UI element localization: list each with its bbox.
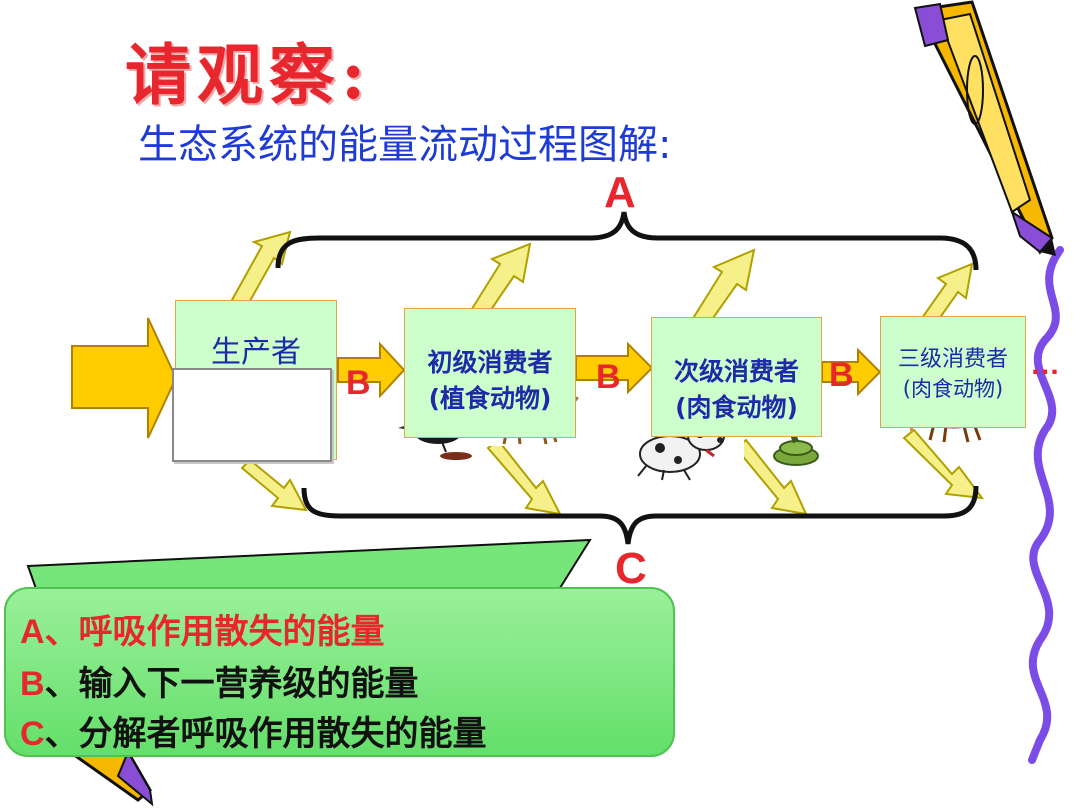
tertiary-consumer-box: 三级消费者 (肉食动物)	[880, 316, 1026, 428]
legend-text-b: 、输入下一营养级的能量	[44, 664, 419, 704]
primary-consumer-box: 初级消费者 (植食动物)	[404, 308, 576, 438]
plant-image-frame	[172, 368, 332, 462]
decomposer-arrows	[240, 428, 985, 516]
producer-label: 生产者	[211, 335, 301, 370]
arrow-b2	[575, 341, 654, 395]
legend-key-b: B	[20, 665, 45, 703]
label-b-3: B	[829, 356, 854, 394]
legend-item-a: A、呼吸作用散失的能量	[20, 604, 385, 653]
legend-callout	[4, 587, 675, 757]
legend-key-a: A	[20, 613, 45, 651]
diagram-subtitle: 生态系统的能量流动过程图解:	[138, 122, 672, 168]
arrow-b1	[337, 341, 406, 399]
respiration-arrows	[230, 230, 974, 330]
page-title: 请观察:	[125, 36, 372, 114]
label-a: A	[604, 168, 636, 217]
primary-consumer-label: 初级消费者	[427, 348, 553, 377]
legend-key-c: C	[20, 715, 45, 753]
continuation-ellipsis: …	[1030, 348, 1062, 381]
legend-text-c: 、分解者呼吸作用散失的能量	[44, 714, 487, 754]
secondary-consumer-label: 次级消费者	[673, 357, 799, 386]
secondary-consumer-box: 次级消费者 (肉食动物)	[651, 317, 822, 437]
label-b-1: B	[346, 364, 371, 402]
arrow-b3	[821, 347, 882, 397]
brace-a	[275, 211, 979, 271]
legend-item-c: C、分解者呼吸作用散失的能量	[20, 706, 487, 755]
brace-c	[301, 485, 979, 545]
label-c: C	[615, 544, 647, 593]
pencil-tip-icon	[65, 749, 154, 807]
pencil-icon	[913, 0, 1056, 256]
tertiary-consumer-label: 三级消费者	[897, 347, 1008, 372]
tertiary-consumer-sublabel: (肉食动物)	[902, 377, 1004, 401]
legend-text-a: 、呼吸作用散失的能量	[44, 612, 385, 652]
decorative-squiggle	[1028, 246, 1064, 764]
energy-input-arrow	[71, 317, 178, 439]
legend-item-b: B、输入下一营养级的能量	[20, 656, 419, 705]
primary-consumer-sublabel: (植食动物)	[428, 384, 552, 413]
secondary-consumer-sublabel: (肉食动物)	[675, 393, 798, 422]
label-b-2: B	[596, 358, 621, 396]
